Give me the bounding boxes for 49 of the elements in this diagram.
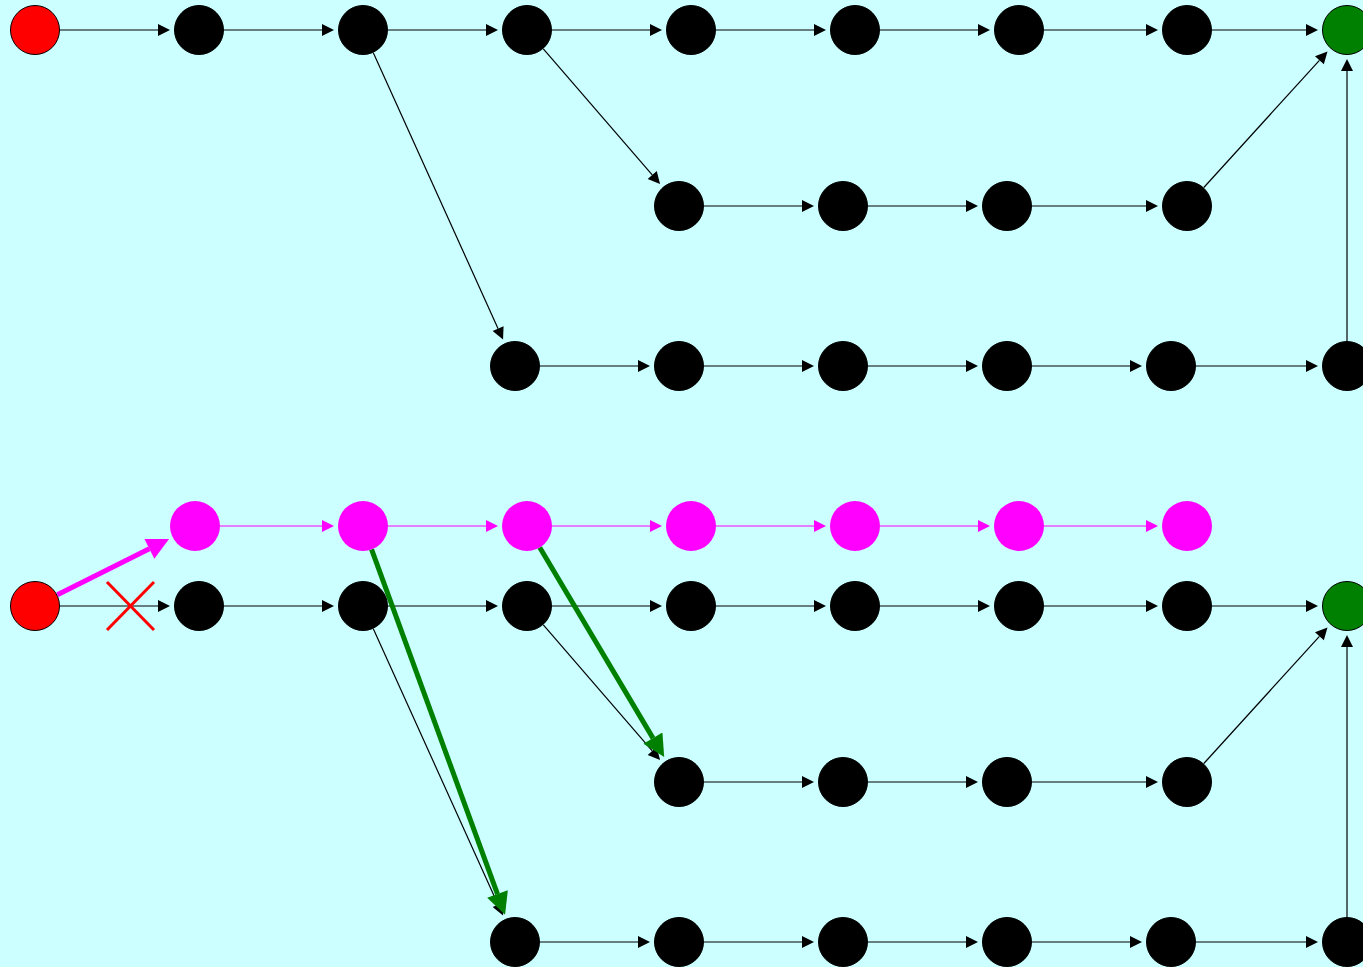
arrow (1031, 360, 1142, 372)
arrow (867, 936, 978, 948)
arrow (387, 600, 498, 612)
arrow (715, 520, 826, 532)
arrow (372, 52, 504, 340)
arrow (703, 200, 814, 212)
arrow (551, 24, 662, 36)
arrow (537, 546, 665, 758)
arrow (1203, 51, 1328, 189)
arrow (879, 600, 990, 612)
arrow (1043, 600, 1158, 612)
arrow (879, 24, 990, 36)
arrow (867, 200, 978, 212)
arrow (1211, 600, 1318, 612)
arrow (1043, 520, 1158, 532)
arrow (551, 600, 662, 612)
arrow (715, 24, 826, 36)
arrow (1195, 360, 1318, 372)
arrow (867, 360, 978, 372)
arrow (879, 520, 990, 532)
arrow (1195, 936, 1318, 948)
arrow (539, 360, 650, 372)
arrow (1031, 936, 1142, 948)
arrow (387, 520, 498, 532)
arrow (542, 624, 661, 761)
arrow (703, 360, 814, 372)
arrow (1341, 59, 1353, 342)
arrow (223, 600, 334, 612)
arrow (223, 24, 334, 36)
arrow (539, 936, 650, 948)
arrow (551, 520, 662, 532)
arrow (715, 600, 826, 612)
arrow (369, 548, 508, 915)
arrow (703, 936, 814, 948)
arrow (372, 628, 504, 916)
arrow (542, 48, 661, 185)
arrow (1043, 24, 1158, 36)
arrow (1031, 200, 1158, 212)
arrow (1211, 24, 1318, 36)
arrow (1031, 776, 1158, 788)
arrow (867, 776, 978, 788)
arrow (219, 520, 334, 532)
arrow (59, 600, 170, 612)
arrow (703, 776, 814, 788)
arrow (387, 24, 498, 36)
arrow (59, 24, 170, 36)
arrow (1341, 635, 1353, 918)
arrow (1203, 627, 1328, 765)
arrow (56, 538, 170, 598)
